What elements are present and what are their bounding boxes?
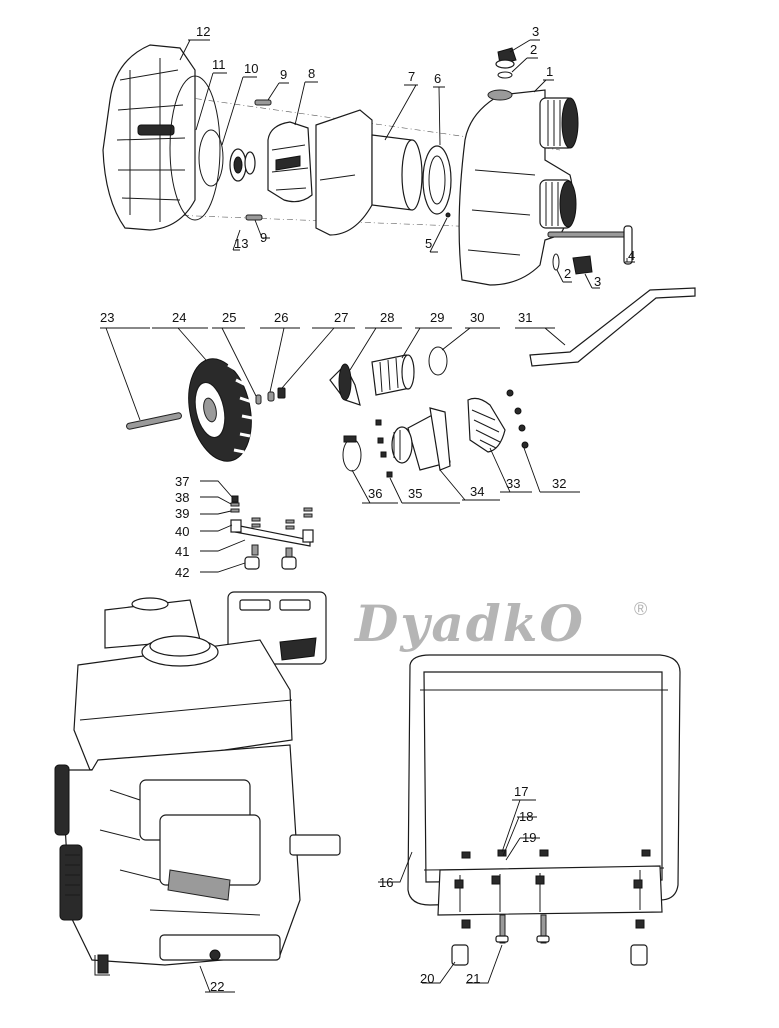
callout-8: 8 [308,66,315,81]
callout-20: 20 [420,971,434,986]
seal-ring-part-6 [422,145,452,215]
nut-part-27 [277,387,286,399]
volute-part-7 [315,109,423,236]
bolt-part-21 [495,914,550,944]
callout-23: 23 [100,310,114,325]
callout-2-top: 2 [530,42,537,57]
callout-32: 32 [552,476,566,491]
callout-9-bottom: 9 [260,230,267,245]
wheel-part-24 [188,358,253,462]
callout-layer: 12 11 10 9 8 7 6 3 2 1 13 9 5 4 2 3 23 2… [100,24,635,994]
brand-name: DyadkO [353,594,585,653]
callout-21: 21 [466,971,480,986]
rubber-foot-part-20 [451,919,648,966]
pin-part-9-upper [254,99,272,106]
callout-42: 42 [175,565,189,580]
callout-4: 4 [628,248,635,263]
callout-2-bottom: 2 [564,266,571,281]
seal-part-13 [229,148,256,182]
callout-3-top: 3 [532,24,539,39]
registered-mark: ® [634,599,647,619]
washer-part-2-top [497,71,513,79]
accessory-parts [126,287,696,570]
callout-10: 10 [244,61,258,76]
callout-34: 34 [470,484,484,499]
callout-17: 17 [514,784,528,799]
callout-39: 39 [175,506,189,521]
callout-27: 27 [334,310,348,325]
callout-13: 13 [234,236,248,251]
axle-part-23 [126,412,182,430]
nut-part-37 [231,495,239,503]
callout-19: 19 [522,830,536,845]
strainer-part-33 [467,397,506,453]
pump-head-assembly [102,44,633,286]
carry-handle-part-31 [529,287,696,367]
o-ring-part-30 [428,346,448,376]
pin-part-9-lower [245,214,263,221]
drain-cap-part-3-top [495,47,517,69]
rear-cover-part-12 [102,44,196,231]
callout-28: 28 [380,310,394,325]
impeller-part-8 [267,121,313,203]
washer-part-2-bottom [552,253,560,271]
callout-31: 31 [518,310,532,325]
callout-1: 1 [546,64,553,79]
nuts-part-32 [506,389,529,449]
spring-washer-part-26 [267,391,275,402]
gasket-ring-part-11 [169,75,221,221]
callout-40: 40 [175,524,189,539]
pump-body-part-1 [458,89,579,286]
flange-part-28 [329,363,361,406]
callout-16: 16 [379,875,393,890]
callout-26: 26 [274,310,288,325]
washer-part-38 [230,502,240,507]
mount-bracket-part-41 [230,519,314,547]
callout-25: 25 [222,310,236,325]
callout-30: 30 [470,310,484,325]
brand-logo: DyadkO ® [353,594,647,653]
callout-37: 37 [175,474,189,489]
callout-41: 41 [175,544,189,559]
callout-22: 22 [210,979,224,994]
hose-tail-part-29 [371,354,415,396]
callout-5: 5 [425,236,432,251]
callout-9-top: 9 [280,67,287,82]
t-wrench-part-4 [547,225,633,265]
callout-36: 36 [368,486,382,501]
suction-fitting-part-34 [391,407,451,471]
callout-29: 29 [430,310,444,325]
callout-38: 38 [175,490,189,505]
o-ring-part-10 [198,129,224,187]
spring-washer-part-39 [230,508,240,513]
washer-part-25 [255,394,262,405]
bolt-stack-part-40 [251,507,313,559]
callout-12: 12 [196,24,210,39]
drain-cap-part-3-bottom [572,255,593,275]
callout-33: 33 [506,476,520,491]
callout-35: 35 [408,486,422,501]
callout-7: 7 [408,69,415,84]
frame-part-16 [407,654,681,916]
callout-24: 24 [172,310,186,325]
callout-11: 11 [212,57,226,72]
callout-18: 18 [519,809,533,824]
callout-3-bottom: 3 [594,274,601,289]
engine-part-22 [54,591,341,976]
rubber-foot-part-42 [244,556,297,570]
screws-part-35 [375,419,393,478]
callout-6: 6 [434,71,441,86]
hose-clamp-part-36 [342,435,362,472]
bolt-part-5 [445,212,451,218]
